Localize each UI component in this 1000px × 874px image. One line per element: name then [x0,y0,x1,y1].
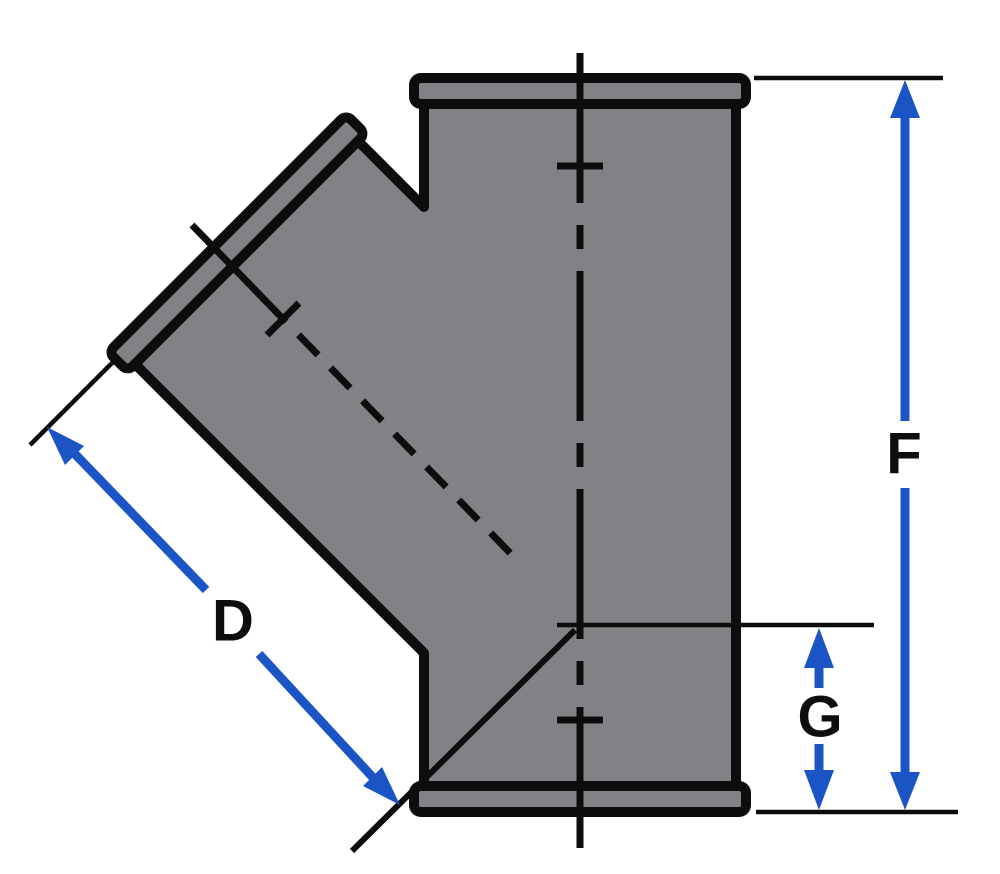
fitting-body-silhouette [130,99,741,791]
branch-centerline-tick [264,300,302,338]
dimension-d-shaft-upper [70,449,210,594]
branch-centerline [189,222,583,628]
dimension-label-f: F [886,422,921,487]
dimension-d-shaft-lower [255,650,382,787]
dimension-label-g: G [797,685,842,750]
crotch-construction-line [349,627,578,854]
arrowhead-d-lower-icon [363,767,400,805]
arrowhead-f-lower-icon [890,772,920,810]
dimension-d: D [47,427,400,805]
arrowhead-g-upper-icon [804,628,834,668]
branch-bell-hub [106,112,368,374]
dimension-label-d: D [212,589,254,654]
extension-line-branch-face [28,360,115,447]
dimension-g: G [797,628,843,810]
arrowhead-d-upper-icon [47,427,84,465]
arrowhead-f-upper-icon [890,80,920,118]
dimension-f: F [886,80,922,810]
arrowhead-g-lower-icon [804,770,834,810]
